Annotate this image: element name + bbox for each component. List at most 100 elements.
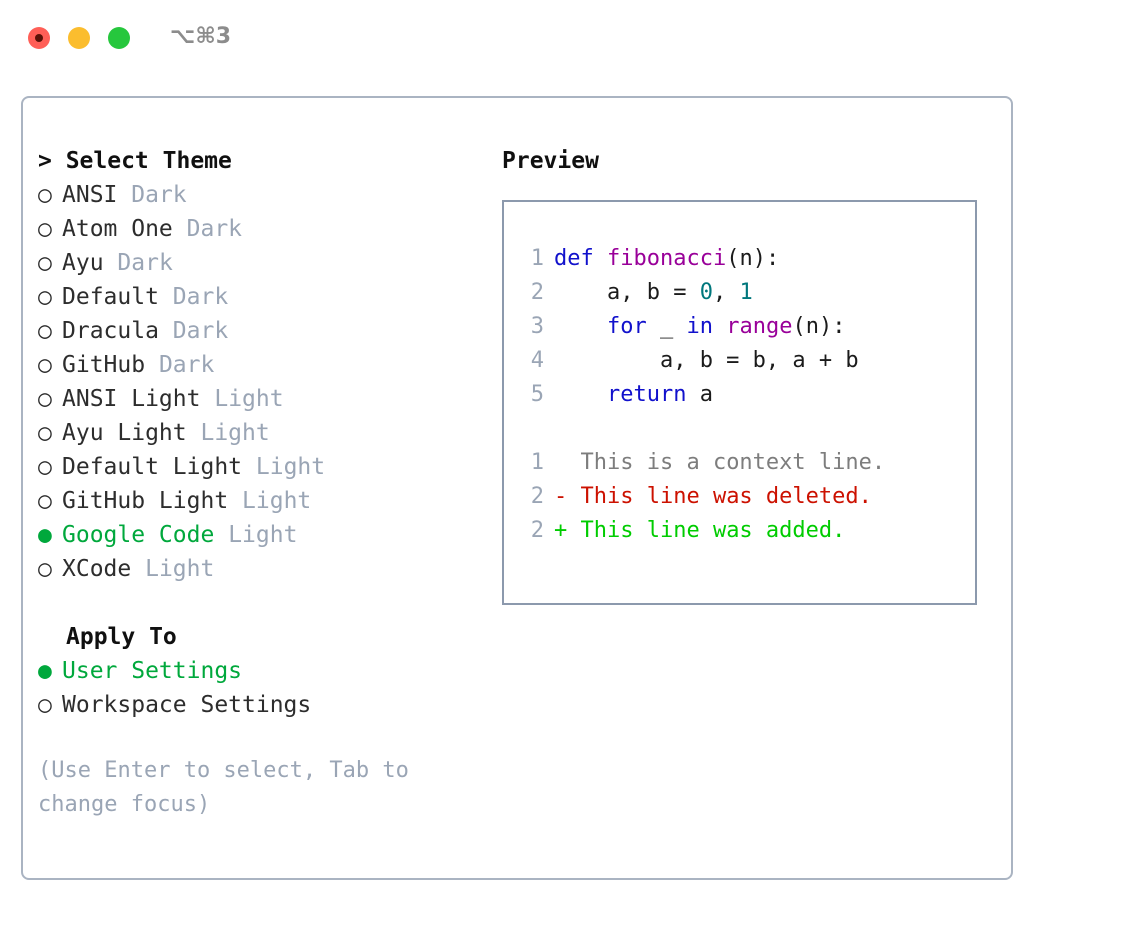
theme-option-default[interactable]: ○Default Dark — [38, 280, 488, 314]
diff-sign: + — [554, 518, 568, 543]
code-line-number: 2 — [530, 280, 544, 305]
code-token-plain — [554, 314, 607, 339]
theme-option-label: GitHub Light — [62, 488, 229, 514]
theme-option-label: Default — [62, 284, 159, 310]
diff-line-context: 1 This is a context line. — [518, 446, 975, 480]
diff-text: This line was deleted. — [567, 484, 872, 509]
radio-selected-icon: ● — [38, 658, 52, 684]
theme-option-label: Dracula — [62, 318, 159, 344]
theme-list[interactable]: ○ANSI Dark○Atom One Dark○Ayu Dark○Defaul… — [38, 178, 488, 586]
theme-option-default-light[interactable]: ○ Default Light Light — [38, 450, 488, 484]
code-token-keyword: for — [606, 314, 647, 339]
theme-variant-tag: Light — [214, 386, 284, 412]
theme-option-label: Google Code — [62, 522, 215, 548]
window-title-shortcut: ⌥⌘3 — [170, 24, 232, 49]
radio-unselected-icon: ○ — [38, 318, 52, 344]
code-token-keyword: return — [606, 382, 687, 407]
theme-option-label: Ayu — [62, 250, 104, 276]
radio-selected-icon: ● — [38, 522, 52, 548]
code-line-number: 5 — [530, 382, 544, 407]
theme-picker-column: > Select Theme ○ANSI Dark○Atom One Dark○… — [38, 144, 488, 822]
code-token-plain: a, b = b, a + b — [554, 348, 859, 373]
theme-option-github[interactable]: ○ GitHub Dark — [38, 348, 488, 382]
theme-variant-tag: Dark — [131, 182, 187, 208]
traffic-light-controls — [28, 27, 130, 49]
code-line-number: 4 — [530, 348, 544, 373]
theme-option-label: ANSI — [62, 182, 118, 208]
theme-option-ansi-light[interactable]: ○ ANSI Light Light — [38, 382, 488, 416]
theme-variant-tag: Light — [200, 420, 270, 446]
theme-variant-tag: Dark — [186, 216, 243, 242]
radio-unselected-icon: ○ — [38, 420, 52, 446]
code-line-number: 1 — [530, 246, 544, 271]
diff-sign — [554, 450, 567, 475]
code-token-function: range — [726, 314, 793, 339]
code-token-plain: , — [712, 280, 740, 305]
code-line-number: 3 — [530, 314, 544, 339]
diff-line-delete: 2- This line was deleted. — [518, 480, 975, 514]
radio-unselected-icon: ○ — [38, 488, 52, 514]
theme-variant-tag: Light — [145, 556, 215, 582]
title-bar: ⌥⌘3 — [0, 0, 1140, 78]
theme-option-label: Atom One — [62, 216, 173, 242]
theme-option-label: ANSI Light — [62, 386, 201, 412]
diff-line-add: 2+ This line was added. — [518, 514, 975, 548]
radio-unselected-icon: ○ — [38, 182, 52, 208]
theme-option-xcode[interactable]: ○XCode Light — [38, 552, 488, 586]
radio-unselected-icon: ○ — [38, 556, 52, 582]
theme-option-label: Ayu Light — [62, 420, 187, 446]
code-line: 1 def fibonacci(n): — [518, 242, 975, 276]
minimize-button[interactable] — [68, 27, 90, 49]
apply-to-option-label: Workspace Settings — [62, 692, 312, 718]
theme-variant-tag: Light — [255, 454, 326, 480]
theme-variant-tag: Dark — [117, 250, 173, 276]
theme-option-label: Default Light — [62, 454, 243, 480]
page-title: > Select Theme — [38, 148, 232, 174]
theme-option-ayu[interactable]: ○ Ayu Dark — [38, 246, 488, 280]
diff-line-number: 1 — [530, 450, 544, 475]
close-button[interactable] — [28, 27, 50, 49]
theme-option-atom-one[interactable]: ○ Atom One Dark — [38, 212, 488, 246]
radio-unselected-icon: ○ — [38, 352, 52, 378]
radio-unselected-icon: ○ — [38, 386, 52, 412]
theme-variant-tag: Dark — [158, 352, 215, 378]
radio-unselected-icon: ○ — [38, 692, 52, 718]
code-line: 3 for _ in range(n): — [518, 310, 975, 344]
code-token-function: fibonacci — [606, 246, 727, 271]
code-token-plain: _ — [646, 314, 687, 339]
theme-option-label: GitHub — [62, 352, 146, 378]
apply-to-list[interactable]: ●User Settings ○ Workspace Settings — [38, 654, 488, 722]
code-token-plain: (n): — [792, 314, 846, 339]
theme-option-ayu-light[interactable]: ○ Ayu Light Light — [38, 416, 488, 450]
radio-unselected-icon: ○ — [38, 216, 52, 242]
code-line: 4 a, b = b, a + b — [518, 344, 975, 378]
diff-sample: 1 This is a context line.2- This line wa… — [518, 446, 975, 548]
theme-option-google-code[interactable]: ● Google Code Light — [38, 518, 488, 552]
list-spacer — [38, 586, 488, 620]
theme-variant-tag: Light — [228, 522, 298, 548]
apply-to-option-user-settings[interactable]: ●User Settings — [38, 654, 488, 688]
radio-unselected-icon: ○ — [38, 454, 52, 480]
theme-variant-tag: Dark — [172, 284, 229, 310]
diff-sign: - — [554, 484, 568, 509]
code-token-keyword: in — [686, 314, 713, 339]
code-token-number: 1 — [739, 280, 753, 305]
keyboard-hint: (Use Enter to select, Tab to change focu… — [38, 758, 409, 817]
theme-option-github-light[interactable]: ○GitHub Light Light — [38, 484, 488, 518]
maximize-button[interactable] — [108, 27, 130, 49]
code-token-plain: a, b = — [554, 280, 700, 305]
code-token-keyword: def — [554, 246, 607, 271]
apply-to-option-workspace-settings[interactable]: ○ Workspace Settings — [38, 688, 488, 722]
apply-to-header: Apply To — [66, 624, 177, 650]
diff-line-number: 2 — [530, 484, 544, 509]
code-line: 2 a, b = 0, 1 — [518, 276, 975, 310]
code-token-plain: (n): — [726, 246, 780, 271]
diff-text: This line was added. — [567, 518, 846, 543]
theme-option-dracula[interactable]: ○Dracula Dark — [38, 314, 488, 348]
radio-unselected-icon: ○ — [38, 250, 52, 276]
code-line: 5 return a — [518, 378, 975, 412]
preview-title: Preview — [502, 148, 599, 174]
theme-option-ansi[interactable]: ○ ANSI Dark — [38, 178, 488, 212]
